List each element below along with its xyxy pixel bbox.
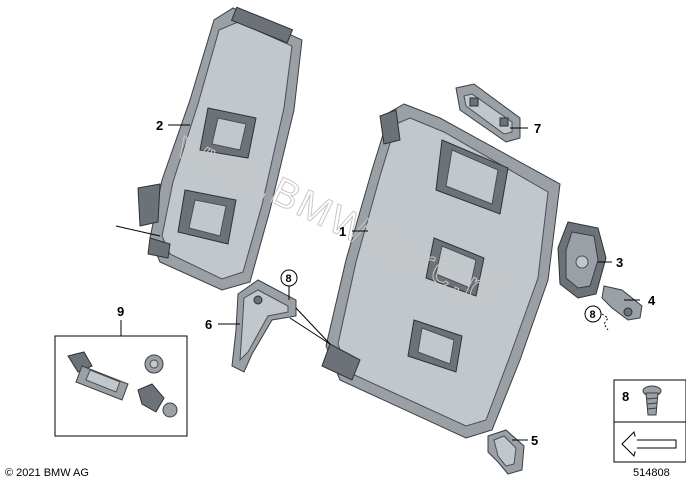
callout-4: 4: [648, 293, 656, 308]
callout-1: 1: [339, 224, 346, 239]
callout-7: 7: [534, 121, 541, 136]
part-7-bracket[interactable]: [455, 83, 521, 143]
callout-8-legend: 8: [622, 389, 629, 404]
part-3-lock[interactable]: [557, 221, 607, 299]
leader-lines: [120, 124, 640, 441]
callout-3: 3: [616, 255, 623, 270]
screw-icon: [642, 385, 662, 416]
svg-text:8: 8: [590, 309, 596, 321]
part-6-hinge-bracket[interactable]: [231, 279, 331, 373]
part-2-left-backrest-frame[interactable]: [115, 6, 303, 291]
diagram-number: 514808: [633, 467, 670, 479]
callout-8-ref-a: 8: [280, 269, 298, 287]
callout-6: 6: [205, 317, 212, 332]
part-4-clip[interactable]: [601, 285, 643, 321]
svg-text:8: 8: [286, 273, 292, 285]
copyright-text: © 2021 BMW AG: [5, 467, 89, 479]
kit-screw-icon: [137, 383, 178, 418]
part-1-right-backrest-frame[interactable]: [289, 103, 561, 439]
callout-5: 5: [531, 433, 538, 448]
part-5-bracket[interactable]: [487, 429, 525, 475]
legend-box: 8: [613, 379, 686, 463]
callout-8-ref-b: 8: [584, 305, 602, 323]
callout-2: 2: [156, 118, 163, 133]
callout-9: 9: [117, 304, 124, 319]
kit-bushing-icon: [144, 354, 164, 374]
arrow-icon: [621, 431, 677, 457]
part-9-kit-box[interactable]: [54, 335, 188, 437]
kit-tube-icon: [67, 351, 129, 401]
